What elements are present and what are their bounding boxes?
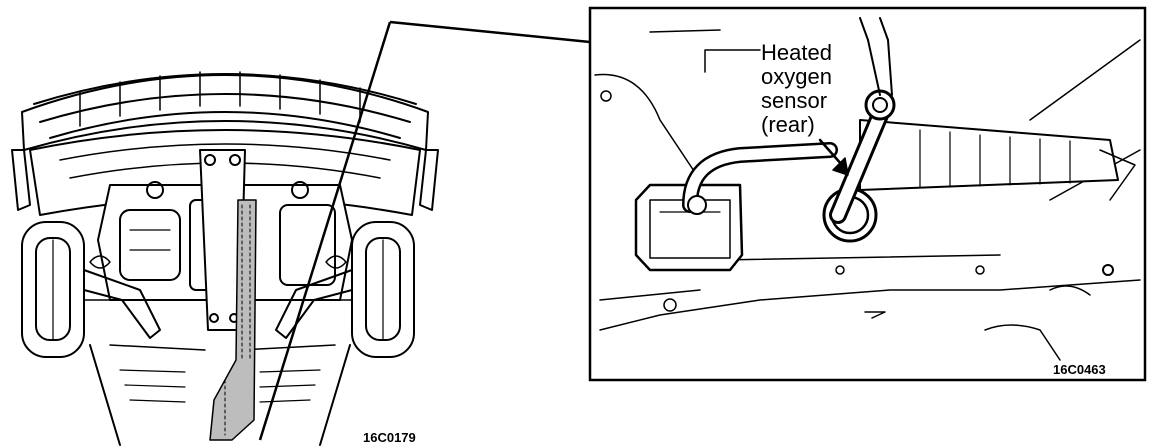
detail-inset: Heated oxygen sensor (rear) 16C0463 bbox=[588, 6, 1147, 382]
exhaust-tailpipe bbox=[682, 142, 838, 215]
floor-pan bbox=[89, 344, 351, 446]
callout-leader bbox=[258, 20, 591, 441]
left-front-wheel bbox=[21, 221, 85, 358]
sensor-pointer-arrow bbox=[818, 138, 849, 176]
vehicle-underside-view bbox=[11, 71, 439, 446]
left-figure-code: 16C0179 bbox=[363, 430, 416, 445]
callout-line-4: (rear) bbox=[761, 112, 815, 137]
oxygen-sensor bbox=[822, 17, 896, 243]
callout-line-1: Heated bbox=[761, 40, 832, 65]
callout-line-2: oxygen bbox=[761, 64, 832, 89]
sensor-callout-label: Heated oxygen sensor (rear) bbox=[761, 40, 832, 137]
right-figure-code: 16C0463 bbox=[1053, 362, 1106, 377]
suspension-arms bbox=[83, 255, 353, 339]
body-panels bbox=[594, 29, 1141, 361]
exhaust-pipe bbox=[209, 199, 257, 441]
callout-line-3: sensor bbox=[761, 88, 827, 113]
right-front-wheel bbox=[351, 221, 415, 358]
